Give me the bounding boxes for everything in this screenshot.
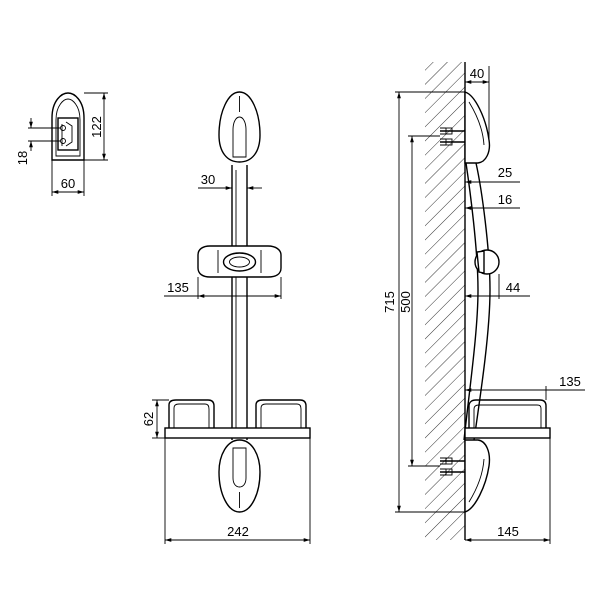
dim-dish-height: 62 (141, 412, 156, 426)
dim-slider-depth: 44 (506, 280, 520, 295)
front-view: 30 135 62 242 (141, 91, 311, 544)
dim-rail-offset: 16 (498, 192, 512, 207)
dim-holder-hole-gap: 18 (15, 151, 30, 165)
dim-rail-diameter: 30 (201, 172, 215, 187)
dim-dish-width: 242 (227, 524, 249, 539)
holder-detail: 122 18 60 (15, 92, 108, 196)
dim-wall-offset: 40 (470, 66, 484, 81)
dim-slider-offset: 25 (498, 165, 512, 180)
dim-slider-width: 135 (167, 280, 189, 295)
side-view: 40 25 16 44 715 500 135 145 (382, 62, 585, 544)
dim-mount-spacing: 500 (398, 291, 413, 313)
dim-total-height: 715 (382, 291, 397, 313)
dim-holder-height: 122 (89, 116, 104, 138)
dim-total-depth: 145 (497, 524, 519, 539)
dim-holder-width: 60 (61, 176, 75, 191)
dim-dish-depth: 135 (559, 374, 581, 389)
